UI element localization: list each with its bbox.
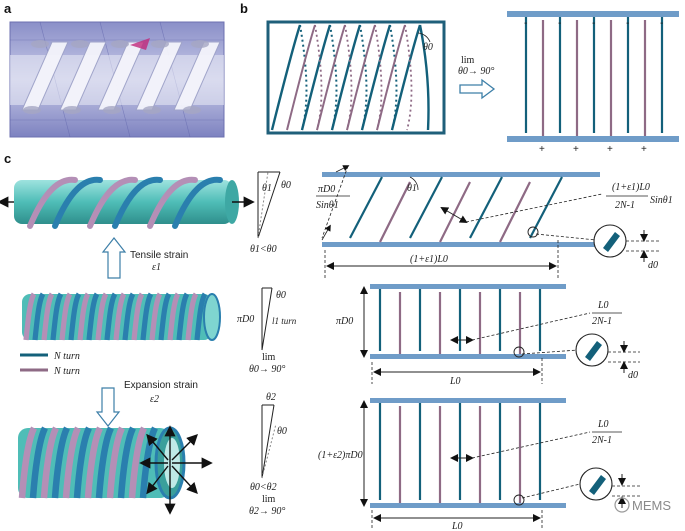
bot-gap-denominator: 2N-1 — [592, 435, 612, 446]
up-hollow-arrow-icon — [101, 237, 127, 279]
panel-a-helix-image — [9, 21, 225, 138]
top-gap-numerator: (1+ε1)L0 — [612, 182, 650, 193]
tri3-lim: lim — [262, 494, 276, 505]
tensile-strain-symbol: ε1 — [152, 262, 161, 273]
expand-upright-arrow-icon — [171, 434, 198, 461]
top-theta1: θ1 — [407, 183, 417, 194]
expansion-strain-label: Expansion strain — [124, 380, 198, 391]
minus-sign: - — [626, 18, 629, 29]
bot-height: (1+ε2)πD0 — [318, 450, 363, 461]
panel-b-lim: lim — [461, 55, 475, 66]
triangle-expanded: θ2 θ0 θ0<θ2 lim θ2→ 90° — [249, 392, 287, 517]
down-hollow-arrow-icon — [95, 387, 121, 427]
top-gap-sin: Sinθ1 — [650, 195, 673, 206]
panel-label-b: b — [240, 1, 248, 16]
tri2-condition: θ0→ 90° — [249, 364, 285, 375]
tri1-theta0: θ0 — [281, 180, 291, 191]
mid-height: πD0 — [336, 316, 353, 327]
panel-label-c: c — [4, 151, 11, 166]
legend-teal-label: N turn — [53, 351, 80, 362]
panel-b-lim-cond: θ0→ 90° — [458, 66, 494, 77]
panel-label-a: a — [4, 1, 12, 16]
legend: N turn N turn — [20, 351, 80, 377]
top-electrode — [370, 284, 566, 289]
block-arrow-icon — [459, 78, 496, 100]
top-length: (1+ε1)L0 — [410, 254, 448, 265]
tri2-lturn: l1 turn — [272, 316, 297, 326]
top-gap-denominator: 2N-1 — [615, 200, 635, 211]
minus-sign: - — [660, 18, 663, 29]
tri3-condition: θ0<θ2 — [250, 482, 277, 493]
plus-sign: + — [573, 144, 579, 155]
panel-b-helix-box: θ0 — [266, 20, 446, 135]
minus-sign: - — [524, 18, 527, 29]
bottom-electrode — [370, 354, 566, 359]
relaxed-helix-tube — [22, 292, 221, 341]
top-electrode — [322, 172, 600, 177]
mid-d0: d0 — [628, 370, 638, 381]
plus-sign: + — [607, 144, 613, 155]
watermark-text: MEMS — [632, 498, 671, 513]
expand-downright-arrow-icon — [171, 465, 198, 495]
expand-downleft-arrow-icon — [146, 465, 169, 495]
mid-length: L0 — [449, 376, 461, 387]
tri2-theta0: θ0 — [276, 290, 286, 301]
tri3-theta2: θ2 — [266, 392, 276, 403]
minus-sign: - — [558, 18, 561, 29]
top-electrode — [370, 398, 566, 403]
top-d0: d0 — [648, 260, 658, 271]
tri1-condition: θ1<θ0 — [250, 244, 277, 255]
expanded-schematic: (1+ε2)πD0 L0 2N-1 L0 — [318, 398, 640, 531]
expanded-helix-tube — [18, 425, 213, 515]
mid-gap-denominator: 2N-1 — [592, 316, 612, 327]
relaxed-schematic: πD0 L0 2N-1 d0 L0 — [336, 284, 640, 387]
plus-sign: + — [539, 144, 545, 155]
helix-frame — [266, 20, 446, 135]
pitch-denominator: Sinθ1 — [316, 200, 339, 211]
triangle-tensile: θ1 θ0 θ1<θ0 — [250, 171, 291, 255]
panel-b-straight-lines: - - - - - + + + + — [507, 11, 679, 155]
panel-b-limit-arrow: lim θ0→ 90° — [458, 55, 496, 100]
tri3-theta0: θ0 — [277, 426, 287, 437]
tensile-helix-tube — [0, 176, 255, 229]
bottom-electrode — [370, 503, 566, 508]
legend-mauve-label: N turn — [53, 366, 80, 377]
minus-sign: - — [592, 18, 595, 29]
tri2-lim: lim — [262, 352, 276, 363]
tensile-schematic: θ1 πD0 Sinθ1 (1+ε1)L0 (1+ε1)L0 2N-1 Sinθ… — [316, 165, 673, 278]
expand-upleft-arrow-icon — [146, 433, 169, 461]
tri2-piD0: πD0 — [237, 314, 254, 325]
triangle-relaxed: θ0 πD0 l1 turn lim θ0→ 90° — [237, 287, 297, 375]
tensile-strain-label: Tensile strain — [130, 250, 188, 261]
bot-gap-numerator: L0 — [597, 419, 609, 430]
top-electrode — [507, 11, 679, 17]
tri3-limit-cond: θ2→ 90° — [249, 506, 285, 517]
bottom-electrode — [322, 242, 600, 247]
wechat-logo-icon — [614, 497, 630, 513]
plus-sign: + — [641, 144, 647, 155]
tri1-theta1: θ1 — [262, 183, 272, 194]
expansion-strain-symbol: ε2 — [150, 394, 159, 405]
watermark: MEMS — [614, 497, 671, 513]
helix-angle-label: θ0 — [423, 42, 433, 53]
mid-gap-numerator: L0 — [597, 300, 609, 311]
bot-length: L0 — [451, 521, 463, 531]
bottom-electrode — [507, 136, 679, 142]
pitch-numerator: πD0 — [318, 184, 335, 195]
